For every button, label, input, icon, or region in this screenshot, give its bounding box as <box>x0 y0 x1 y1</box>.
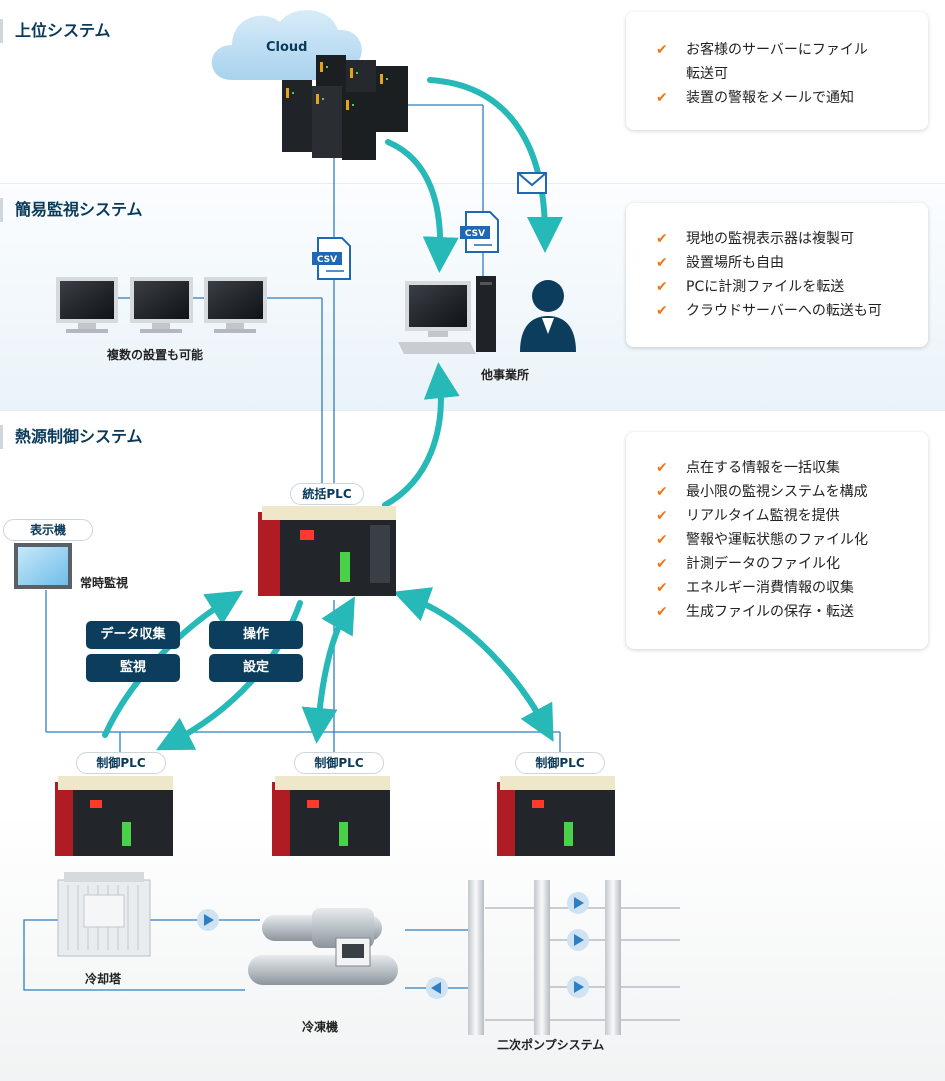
check-icon: ✔ <box>656 484 668 500</box>
monitor-icon <box>130 277 193 333</box>
check-icon: ✔ <box>656 90 668 106</box>
card-heat-item: ✔点在する情報を一括収集 <box>656 456 928 480</box>
card-simple-item: ✔現地の監視表示器は複製可 <box>656 227 928 251</box>
card-simple: ✔現地の監視表示器は複製可 ✔設置場所も自由 ✔PCに計測ファイルを転送 ✔クラ… <box>626 203 928 347</box>
control-plc-label: 制御PLC <box>515 752 605 774</box>
card-heat-item: ✔リアルタイム監視を提供 <box>656 504 928 528</box>
monitor-icon <box>56 277 118 333</box>
chiller-caption: 冷凍機 <box>302 1020 339 1034</box>
check-icon: ✔ <box>656 279 668 295</box>
check-icon: ✔ <box>656 303 668 319</box>
display-caption: 常時監視 <box>80 576 129 590</box>
card-simple-item: ✔設置場所も自由 <box>656 251 928 275</box>
tag-operation: 操作 <box>209 621 303 649</box>
card-upper-item: ✔お客様のサーバーにファイル転送可 <box>656 38 928 86</box>
check-icon: ✔ <box>656 508 668 524</box>
control-plc-icon <box>55 776 173 856</box>
monitors-caption: 複数の設置も可能 <box>107 348 204 362</box>
csv-file-icon: CSV <box>460 211 499 253</box>
display-device-icon <box>14 543 72 589</box>
chiller-icon <box>248 908 398 985</box>
check-icon: ✔ <box>656 460 668 476</box>
check-icon: ✔ <box>656 231 668 247</box>
check-icon: ✔ <box>656 604 668 620</box>
cooling-tower-caption: 冷却塔 <box>85 972 122 986</box>
card-heat-item: ✔計測データのファイル化 <box>656 552 928 576</box>
check-icon: ✔ <box>656 580 668 596</box>
person-icon <box>520 280 576 352</box>
tag-monitoring: 監視 <box>86 654 180 682</box>
card-heat-item: ✔エネルギー消費情報の収集 <box>656 576 928 600</box>
csv-label: CSV <box>465 229 485 239</box>
control-plc-label: 制御PLC <box>294 752 384 774</box>
control-plc-icon <box>497 776 615 856</box>
csv-label: CSV <box>317 255 337 265</box>
card-heat: ✔点在する情報を一括収集 ✔最小限の監視システムを構成 ✔リアルタイム監視を提供… <box>626 432 928 649</box>
master-plc-label: 統括PLC <box>290 483 364 505</box>
check-icon: ✔ <box>656 532 668 548</box>
pipe-lines-gray <box>485 907 680 1021</box>
display-label: 表示機 <box>3 519 93 541</box>
card-heat-item: ✔最小限の監視システムを構成 <box>656 480 928 504</box>
office-caption: 他事業所 <box>481 368 530 382</box>
desktop-pc-icon <box>398 276 496 354</box>
mail-icon <box>517 172 547 194</box>
monitor-icon <box>204 277 267 333</box>
pump-header-icon <box>468 880 621 1035</box>
tag-data-collection: データ収集 <box>86 621 180 649</box>
section-title-upper: 上位システム <box>0 19 111 43</box>
cooling-tower-icon <box>57 872 151 957</box>
server-icon <box>282 55 408 160</box>
card-simple-item: ✔クラウドサーバーへの転送も可 <box>656 299 928 323</box>
flow-marker-icon <box>197 892 589 999</box>
tag-settings: 設定 <box>209 654 303 682</box>
card-heat-item: ✔生成ファイルの保存・転送 <box>656 600 928 624</box>
cloud-label: Cloud <box>266 40 308 55</box>
control-plc-label: 制御PLC <box>76 752 166 774</box>
csv-file-icon: CSV <box>312 237 351 280</box>
check-icon: ✔ <box>656 556 668 572</box>
pump-system-caption: 二次ポンプシステム <box>497 1038 605 1052</box>
card-heat-item: ✔警報や運転状態のファイル化 <box>656 528 928 552</box>
section-title-simple: 簡易監視システム <box>0 198 143 222</box>
card-upper: ✔お客様のサーバーにファイル転送可 ✔装置の警報をメールで通知 <box>626 12 928 130</box>
card-upper-item: ✔装置の警報をメールで通知 <box>656 86 928 110</box>
card-simple-item: ✔PCに計測ファイルを転送 <box>656 275 928 299</box>
control-plc-icon <box>272 776 390 856</box>
check-icon: ✔ <box>656 255 668 271</box>
check-icon: ✔ <box>656 42 668 58</box>
section-title-heat: 熱源制御システム <box>0 425 143 449</box>
master-plc-icon <box>258 506 396 596</box>
